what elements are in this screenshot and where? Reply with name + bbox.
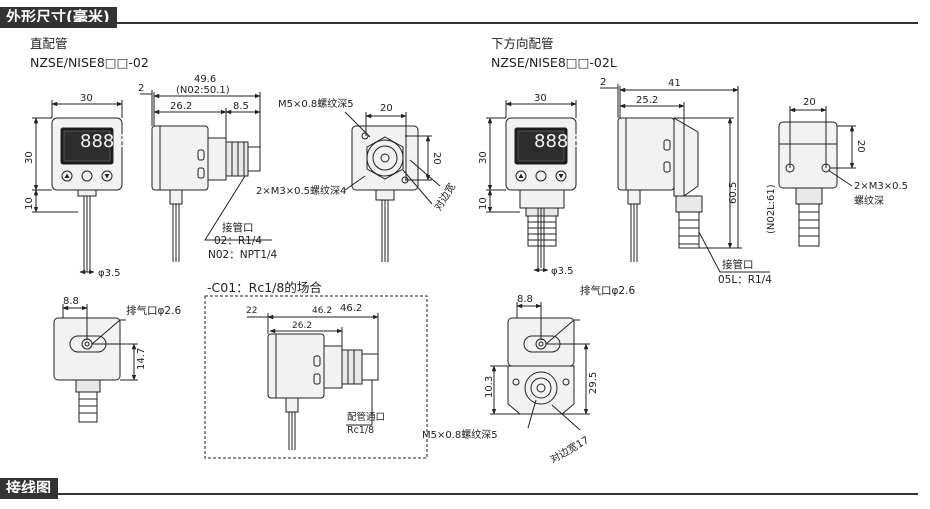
straight-title: 直配管	[30, 36, 68, 51]
vent-thread-right: M5×0.8螺纹深5	[422, 428, 498, 441]
downward-model: NZSE/NISE8□□-02L	[491, 55, 617, 70]
dim-bottom-left: 10	[24, 197, 35, 210]
dim-height-right: 30	[478, 151, 489, 164]
downward-front-view	[486, 100, 577, 273]
dim-body-down: 25.2	[636, 95, 658, 106]
dim-total-down: 41	[668, 78, 681, 89]
vent-label-right: 排气口φ2.6	[580, 284, 635, 297]
c01-port-value: Rc1/8	[347, 425, 374, 436]
dim-total-straight: 49.6	[194, 74, 216, 85]
across-flats: 对边宽	[431, 181, 458, 213]
dim-length-n02l: (N02L:61)	[766, 184, 777, 234]
straight-side-view	[140, 90, 272, 262]
c01-box	[204, 295, 428, 459]
vent-view-left	[53, 304, 138, 423]
thread-side-down-2: 螺纹深	[854, 194, 884, 207]
dim-width-left: 30	[80, 93, 93, 104]
rear-width: 20	[380, 103, 393, 114]
straight-front-view	[32, 100, 123, 275]
dim-width-right: 30	[534, 93, 547, 104]
downward-side-view	[600, 84, 770, 273]
straight-model: NZSE/NISE8□□-02	[30, 55, 149, 70]
straight-rear-view	[344, 111, 441, 262]
c01-dim22: 22	[246, 306, 257, 316]
vent-w-left: 8.8	[63, 296, 79, 307]
dim-length-down: 60.5	[728, 182, 739, 204]
dim-cable-left: φ3.5	[98, 268, 121, 279]
c01-title: -C01：Rc1/8的场合	[207, 280, 322, 295]
dim-port-straight: 8.5	[233, 101, 249, 112]
lcd-digits-right: 8888	[534, 131, 580, 152]
thread-top: M5×0.8螺纹深5	[278, 97, 354, 110]
rear-width-down: 20	[803, 97, 816, 108]
port-05l: 05L：R1/4	[718, 274, 772, 286]
downward-title: 下方向配管	[491, 36, 554, 51]
dim-bottom-right: 10	[478, 197, 489, 210]
c01-port-label: 配管通口	[347, 411, 385, 423]
header-rule	[0, 493, 918, 495]
vent-view-right	[490, 302, 590, 431]
dim-cable-right: φ3.5	[551, 266, 574, 277]
rear-height: 20	[431, 152, 442, 165]
vent-h1-right: 10.3	[484, 376, 495, 398]
rear-height-down: 20	[855, 140, 866, 153]
thread-side: 2×M3×0.5螺纹深4	[256, 184, 346, 197]
thread-side-down: 2×M3×0.5	[854, 181, 908, 192]
vent-across-right: 对边宽17	[548, 433, 592, 466]
dim-offset-straight: 2	[138, 83, 144, 94]
vent-w-right: 8.8	[517, 294, 533, 305]
downward-rear-view	[778, 106, 856, 247]
c01-dim26: 26.2	[292, 321, 312, 331]
dim-offset-down: 2	[600, 77, 606, 88]
dim-body-straight: 26.2	[170, 101, 192, 112]
vent-h2-right: 29.5	[588, 372, 599, 394]
c01-dim46a: 46.2	[312, 306, 332, 316]
port-label-down: 接管口	[722, 258, 754, 271]
lcd-digits-left: 8888	[80, 131, 126, 152]
dim-total-n02: (N02:50.1)	[176, 85, 230, 96]
port-n02: N02：NPT1/4	[208, 249, 278, 261]
vent-h-left: 14.7	[136, 348, 147, 370]
vent-label-left: 排气口φ2.6	[126, 304, 181, 317]
header-rule	[0, 22, 918, 24]
c01-dim46b: 46.2	[340, 303, 362, 314]
dim-height-left: 30	[24, 151, 35, 164]
port-02: 02：R1/4	[214, 235, 262, 247]
port-label-straight: 接管口	[222, 221, 254, 234]
